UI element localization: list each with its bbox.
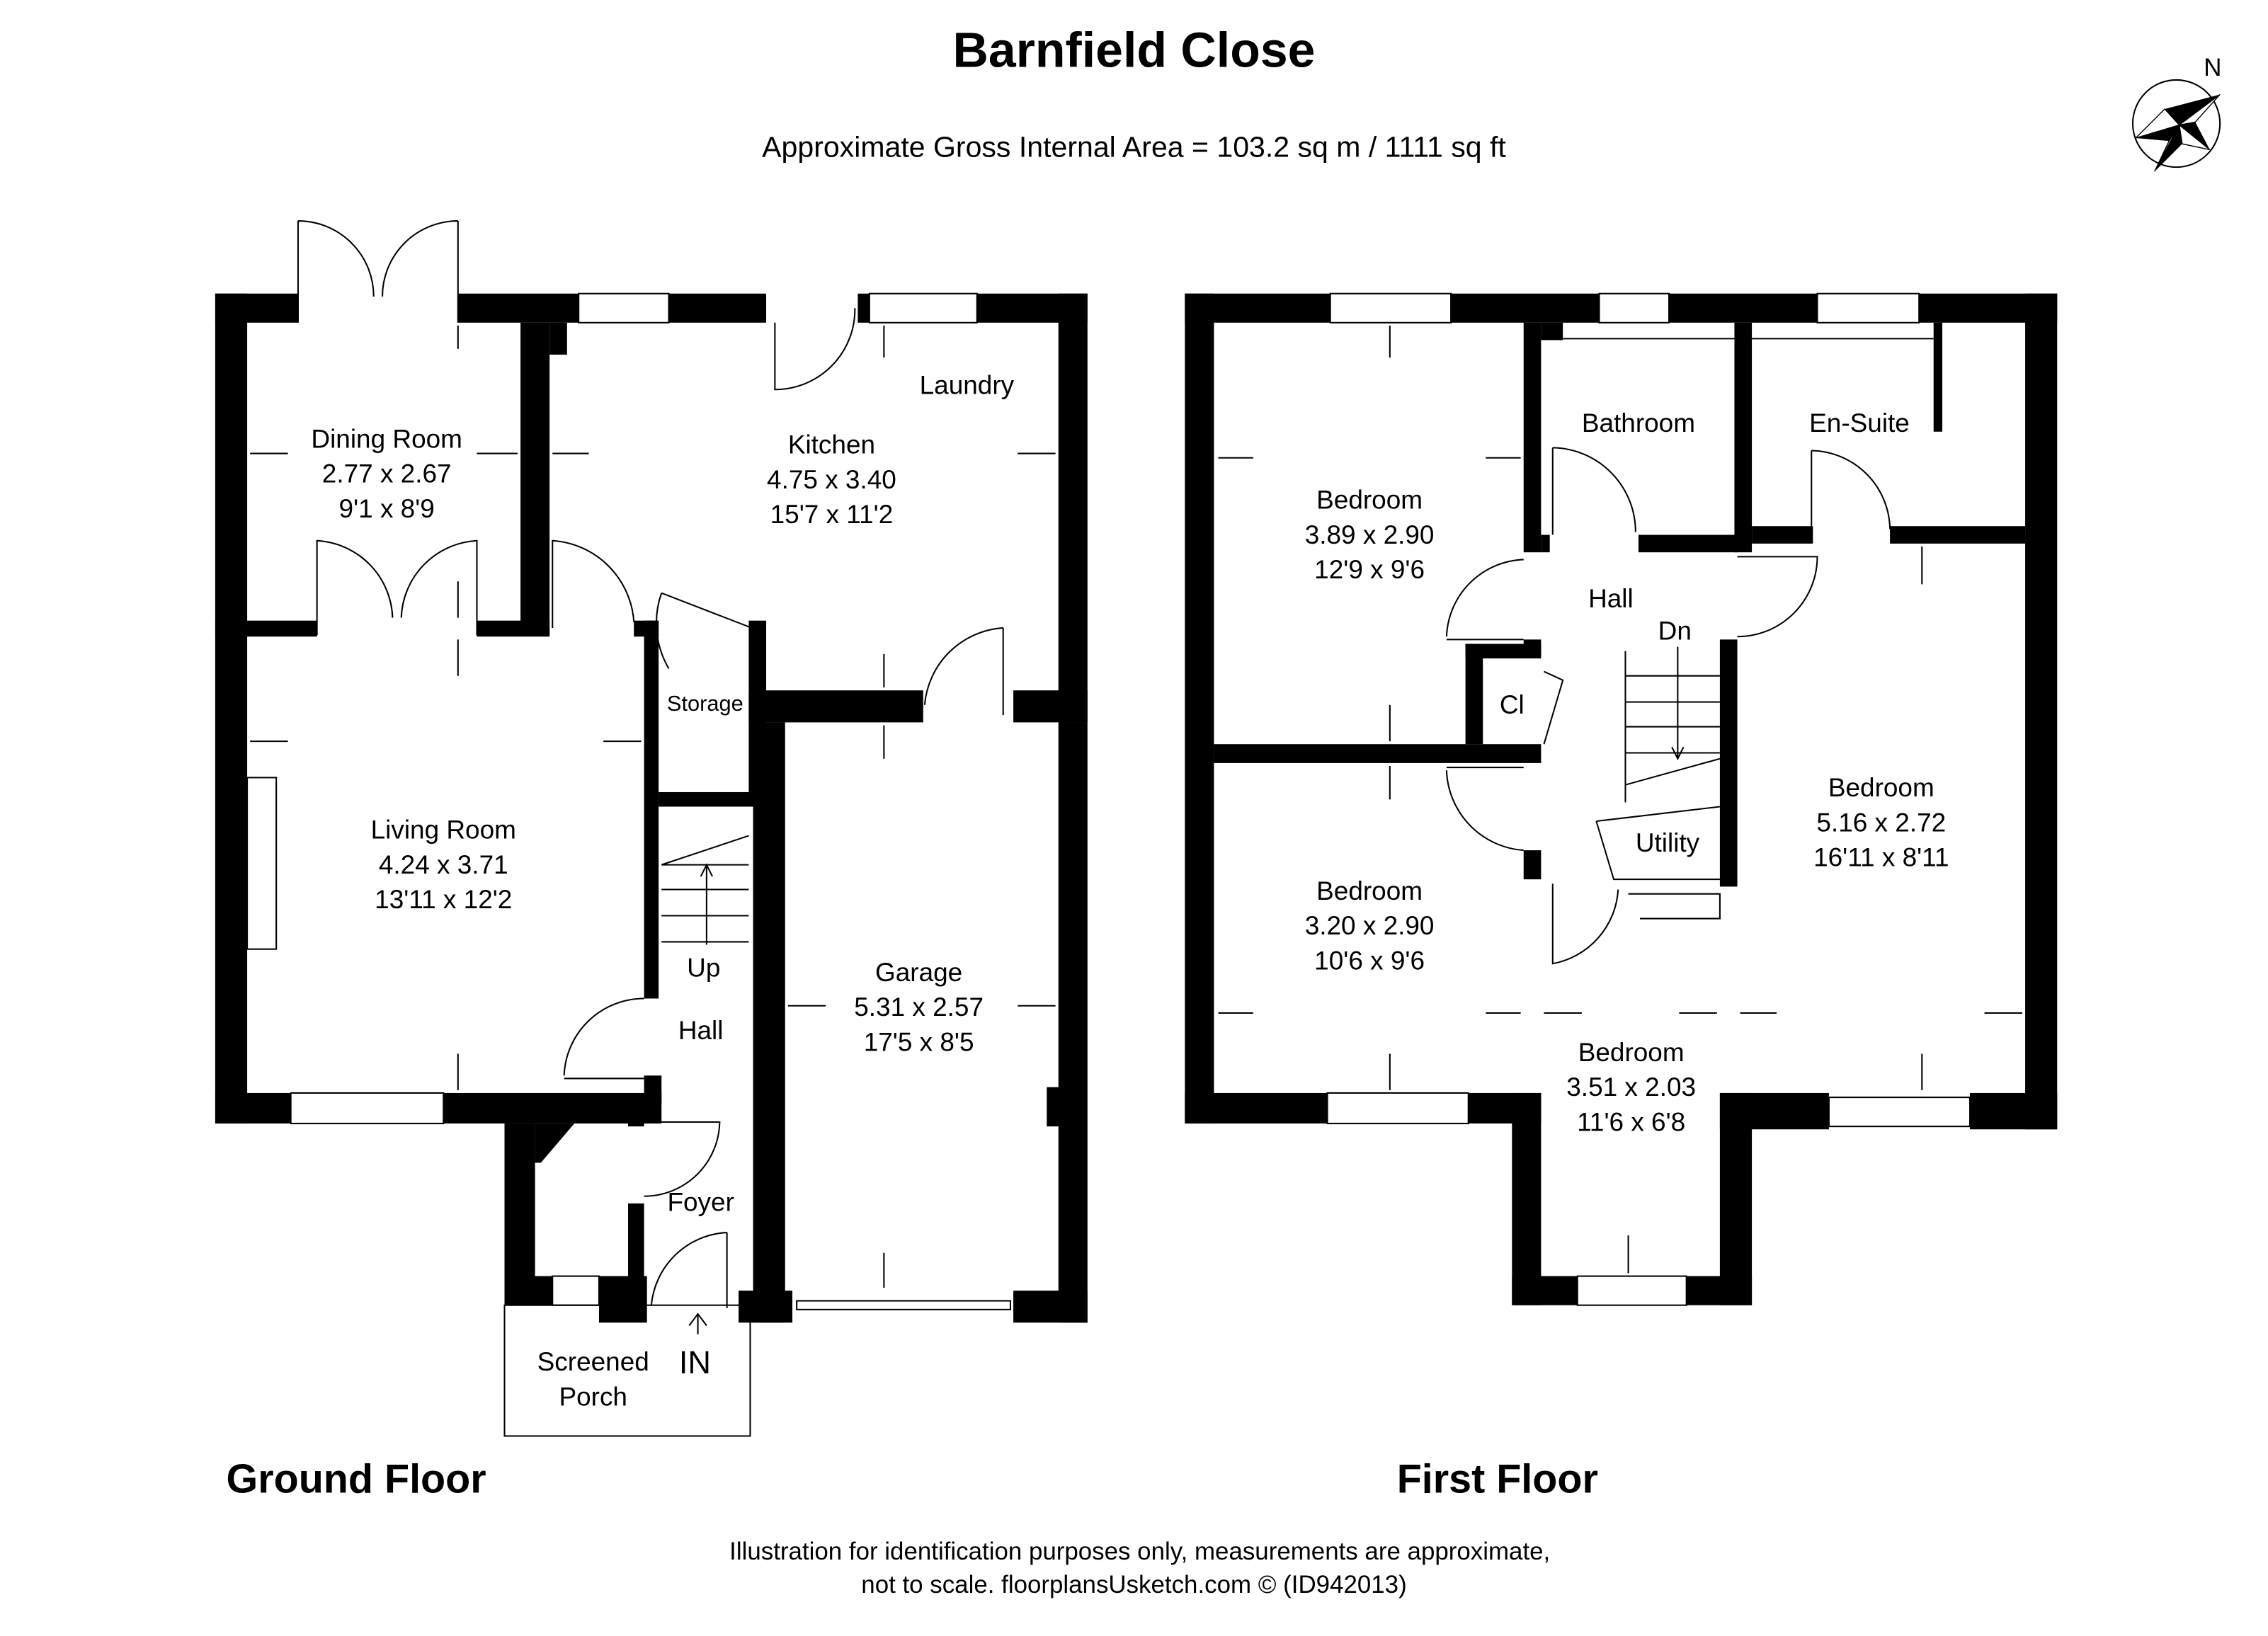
room-name: Dining Room	[311, 424, 462, 453]
room-name: Garage	[875, 958, 962, 987]
compass-north-label: N	[2204, 54, 2221, 81]
room-imperial: 15'7 x 11'2	[770, 500, 894, 529]
first-floor-labels: Bedroom 3.89 x 2.90 12'9 x 9'6 Bathroom …	[1305, 408, 1949, 1502]
room-name: En-Suite	[1809, 408, 1910, 437]
room-name: Foyer	[667, 1187, 734, 1216]
room-name: Bedroom	[1578, 1038, 1685, 1067]
disclaimer-line-2: not to scale. floorplansUsketch.com © (I…	[861, 1571, 1406, 1598]
room-imperial: 10'6 x 9'6	[1314, 946, 1425, 975]
room-imperial: 9'1 x 8'9	[339, 494, 435, 523]
room-name: Storage	[667, 691, 743, 716]
room-imperial: 16'11 x 8'11	[1813, 843, 1949, 872]
room-metric: 3.20 x 2.90	[1305, 911, 1435, 940]
gross-area: Approximate Gross Internal Area = 103.2 …	[762, 131, 1506, 164]
room-name: Bedroom	[1828, 773, 1934, 802]
ground-floor-labels: Dining Room 2.77 x 2.67 9'1 x 8'9 Laundr…	[227, 370, 1015, 1501]
first-floor-label: First Floor	[1397, 1457, 1598, 1502]
disclaimer-line-1: Illustration for identification purposes…	[729, 1538, 1550, 1565]
room-name: Bedroom	[1316, 486, 1423, 515]
ground-floor-walls	[215, 220, 1088, 1437]
stairs-up-label: Up	[687, 954, 720, 983]
room-metric: 4.24 x 3.71	[379, 850, 508, 879]
room-name: Kitchen	[788, 430, 875, 459]
plan-title: Barnfield Close	[953, 22, 1316, 77]
compass-rose-icon: N	[2131, 54, 2222, 172]
room-metric: 5.31 x 2.57	[854, 993, 984, 1022]
first-floor-walls	[1185, 292, 2058, 1306]
room-imperial: 11'6 x 6'8	[1577, 1107, 1685, 1136]
room-metric: 3.89 x 2.90	[1305, 520, 1435, 549]
room-name: Hall	[678, 1016, 724, 1045]
room-metric: 4.75 x 3.40	[767, 465, 896, 494]
room-name: Hall	[1588, 584, 1634, 613]
room-name: Screened	[537, 1347, 649, 1376]
room-name: Bathroom	[1582, 408, 1695, 437]
room-name: Living Room	[371, 816, 516, 845]
room-name: Bedroom	[1316, 876, 1423, 905]
room-imperial: 13'11 x 12'2	[375, 885, 512, 914]
room-name: Utility	[1636, 828, 1700, 857]
ground-floor-label: Ground Floor	[227, 1457, 486, 1502]
room-metric: 5.16 x 2.72	[1816, 808, 1946, 837]
room-imperial: 12'9 x 9'6	[1314, 555, 1425, 584]
room-metric: 3.51 x 2.03	[1566, 1072, 1696, 1102]
room-name: Laundry	[920, 370, 1015, 399]
room-imperial: 17'5 x 8'5	[864, 1027, 974, 1056]
room-metric: 2.77 x 2.67	[322, 459, 452, 488]
room-name: Cl	[1500, 690, 1525, 719]
room-name: Porch	[559, 1382, 627, 1411]
entrance-label: IN	[679, 1344, 711, 1380]
stairs-down-label: Dn	[1658, 616, 1692, 645]
